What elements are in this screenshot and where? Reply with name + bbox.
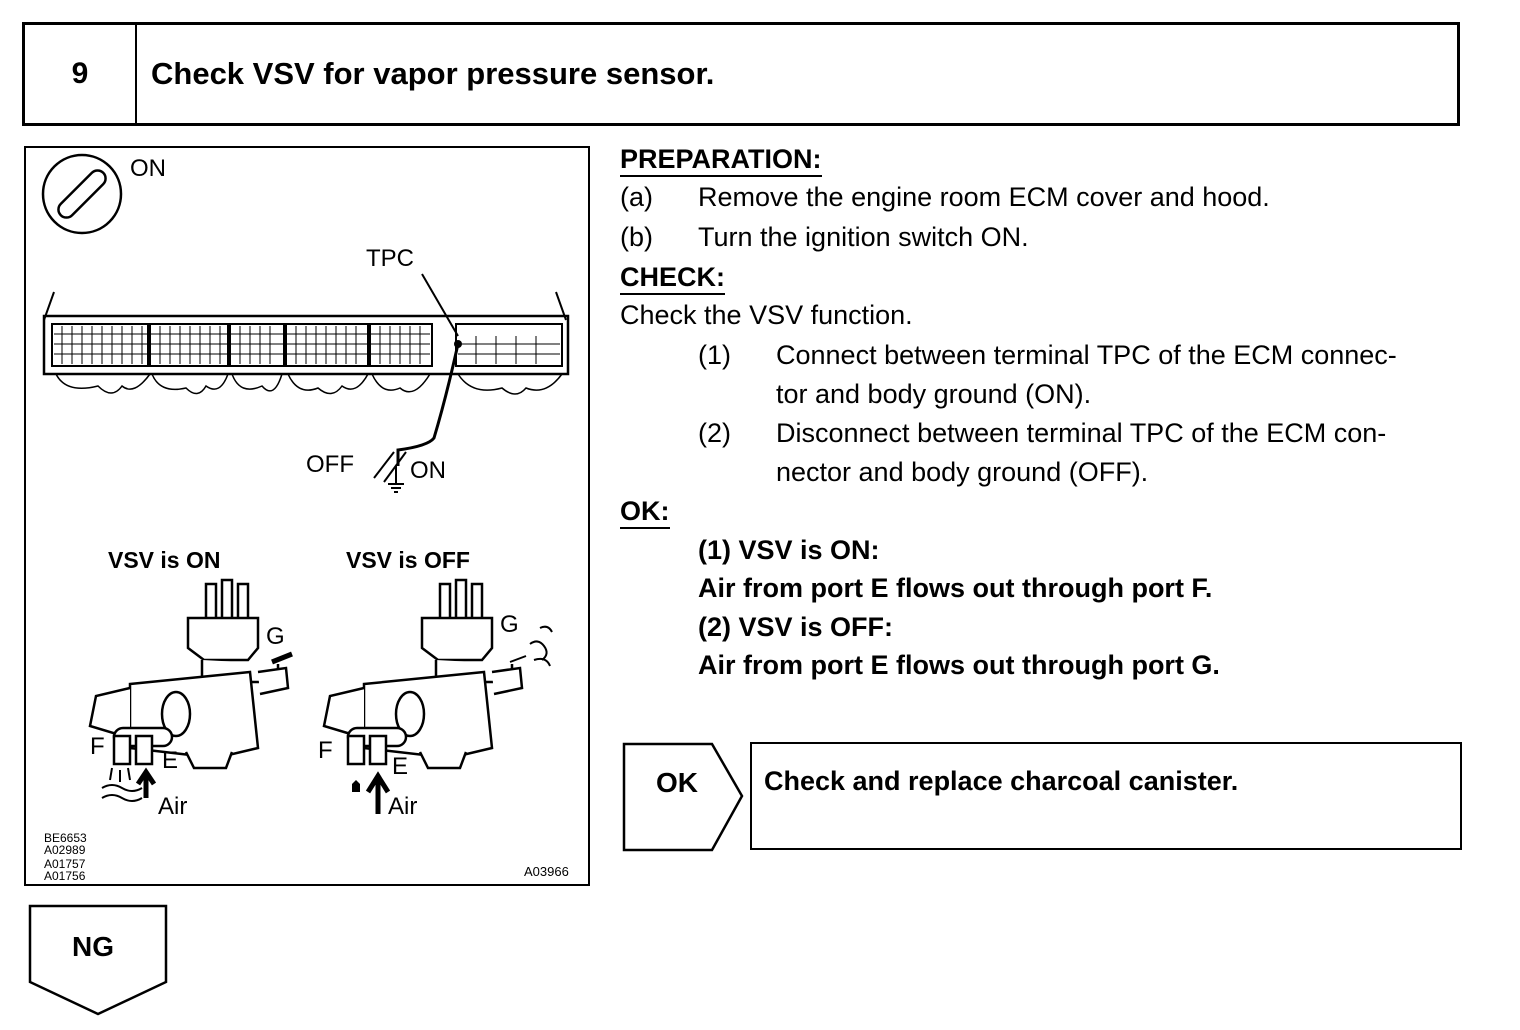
check-marker-1: (1)	[698, 340, 731, 370]
check-intro: Check the VSV function.	[620, 300, 913, 330]
wiring-illustration: ON TPC	[24, 146, 590, 886]
ok-heading: OK:	[620, 496, 670, 529]
ok-flow-label: OK	[656, 767, 698, 798]
illustration-svg: ON TPC	[41, 153, 570, 883]
ok-result-text: Check and replace charcoal canister.	[764, 766, 1239, 796]
left-port-e: E	[162, 747, 178, 774]
prep-text-b: Turn the ignition switch ON.	[698, 222, 1029, 252]
vsv-on-valve	[88, 578, 290, 770]
ok-result-box	[750, 742, 1462, 850]
left-port-g: G	[266, 623, 285, 650]
step-title: Check VSV for vapor pressure sensor.	[151, 56, 715, 91]
ground-switch	[373, 451, 407, 493]
step-number: 9	[25, 25, 137, 123]
tpc-label: TPC	[366, 245, 414, 272]
ok-line-3: (2) VSV is OFF:	[698, 612, 894, 642]
ok-line-4: Air from port E flows out through port G…	[698, 650, 1220, 680]
check-heading: CHECK:	[620, 262, 725, 295]
switch-off-label: OFF	[306, 451, 354, 478]
check-text-1b: tor and body ground (ON).	[776, 379, 1092, 409]
step-header: 9 Check VSV for vapor pressure sensor.	[22, 22, 1460, 126]
switch-on-label: ON	[410, 457, 446, 484]
ignition-on-label: ON	[130, 155, 166, 182]
ecm-connector	[42, 291, 570, 395]
check-text-1a: Connect between terminal TPC of the ECM …	[776, 340, 1397, 370]
figure-code: A03966	[524, 864, 569, 879]
check-text-2b: nector and body ground (OFF).	[776, 457, 1149, 487]
ref-code-2: A02989	[44, 843, 86, 857]
left-port-f: F	[90, 733, 105, 760]
ref-code-3: A01757	[44, 857, 86, 871]
ng-flow-arrow: NG	[28, 904, 170, 1023]
air-out-f-icon	[101, 767, 143, 802]
ok-flow-arrow: OK	[622, 742, 746, 859]
right-air-label: Air	[388, 793, 417, 820]
preparation-heading: PREPARATION:	[620, 144, 822, 177]
check-marker-2: (2)	[698, 418, 731, 448]
ref-code-4: A01756	[44, 869, 86, 883]
prep-marker-b: (b)	[620, 222, 653, 252]
ignition-key-icon	[41, 153, 123, 235]
vsv-off-caption: VSV is OFF	[346, 547, 470, 573]
left-air-label: Air	[158, 793, 187, 820]
prep-marker-a: (a)	[620, 182, 653, 212]
vsv-off-valve	[322, 578, 524, 770]
air-out-g-icon	[509, 625, 553, 667]
ng-flow-label: NG	[72, 931, 114, 962]
check-text-2a: Disconnect between terminal TPC of the E…	[776, 418, 1387, 448]
right-port-g: G	[500, 611, 519, 638]
ok-line-1: (1) VSV is ON:	[698, 535, 880, 565]
right-port-f: F	[318, 737, 333, 764]
ok-line-2: Air from port E flows out through port F…	[698, 573, 1213, 603]
right-port-e: E	[392, 753, 408, 780]
vsv-on-caption: VSV is ON	[108, 547, 220, 573]
prep-text-a: Remove the engine room ECM cover and hoo…	[698, 182, 1270, 212]
ref-code-1: BE6653	[44, 831, 87, 845]
